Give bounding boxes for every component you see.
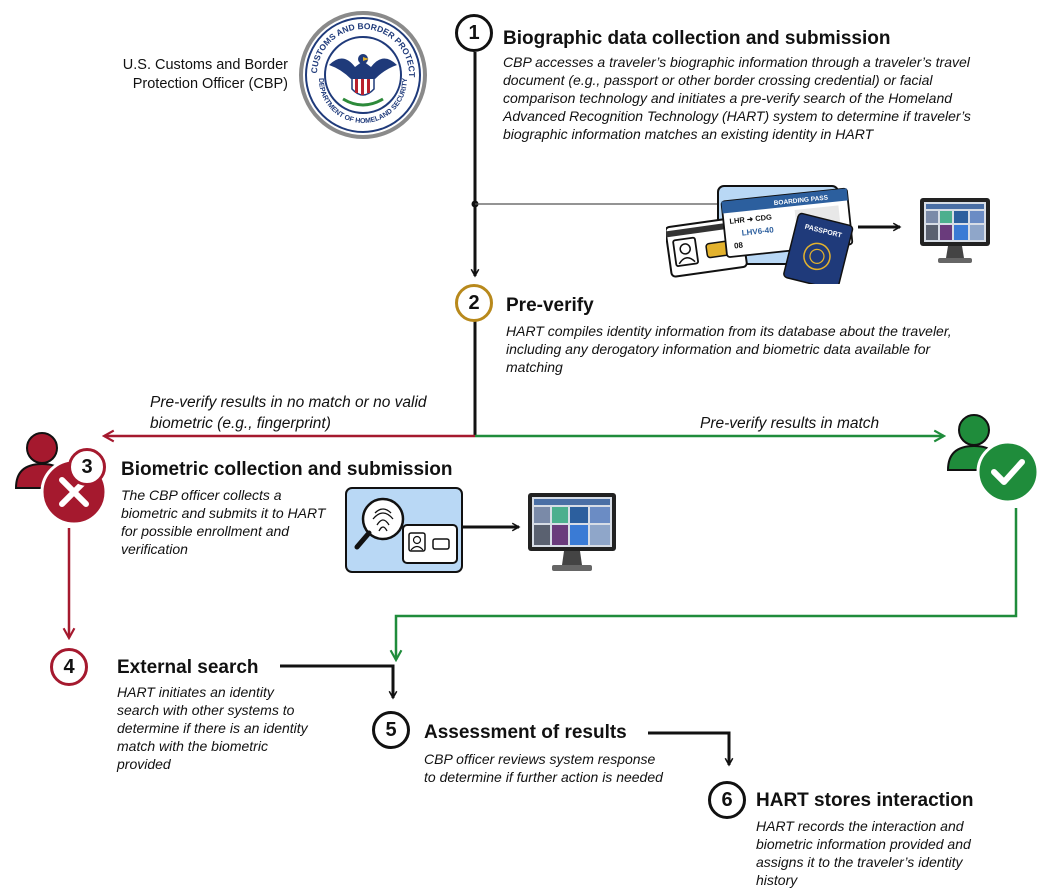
step-6-number: 6 [708,781,746,819]
step-1-description: CBP accesses a traveler’s biographic inf… [503,54,971,142]
seat-label: 08 [734,241,744,251]
monitor-icon [528,493,616,571]
connector-4-5 [280,664,393,698]
match-to-assessment [396,508,1018,660]
cbp-seal-icon: U.S. CUSTOMS AND BORDER PROTECTION DEPAR… [299,11,427,139]
step-3-description: The CBP officer collects a biometric and… [121,487,326,557]
person-no-match-icon [14,432,108,526]
person-match-icon [946,414,1038,504]
step-2-title: Pre-verify [506,295,594,316]
flight-label: LHV6-40 [741,225,774,237]
step-6-description: HART records the interaction and biometr… [756,818,971,888]
no-match-label: Pre-verify results in no match or no val… [150,394,427,432]
step-5-title: Assessment of results [424,722,627,743]
step-5-number: 5 [372,711,410,749]
monitor-icon [920,198,990,263]
documents-icon: BOARDING PASS LHR ➜ CDG LHV6-40 08 PASSP… [664,184,860,291]
step-4-number: 4 [50,648,88,686]
step-2-description: HART compiles identity information from … [506,323,952,375]
step-1-number: 1 [455,14,493,52]
officer-label: U.S. Customs and Border Protection Offic… [122,57,288,92]
step-4-description: HART initiates an identity search with o… [117,684,308,772]
step-3-title: Biometric collection and submission [121,459,453,480]
step-5-description: CBP officer reviews system response to d… [424,751,663,785]
connector-5-6 [648,731,729,765]
step-2-number: 2 [455,284,493,322]
step-3-number: 3 [68,448,106,486]
step-6-title: HART stores interaction [756,790,974,811]
fingerprint-scan-icon [345,487,463,573]
match-label: Pre-verify results in match [700,415,880,432]
step-1-title: Biographic data collection and submissio… [503,28,891,49]
step-4-title: External search [117,657,259,678]
route-label: LHR ➜ CDG [729,212,772,225]
